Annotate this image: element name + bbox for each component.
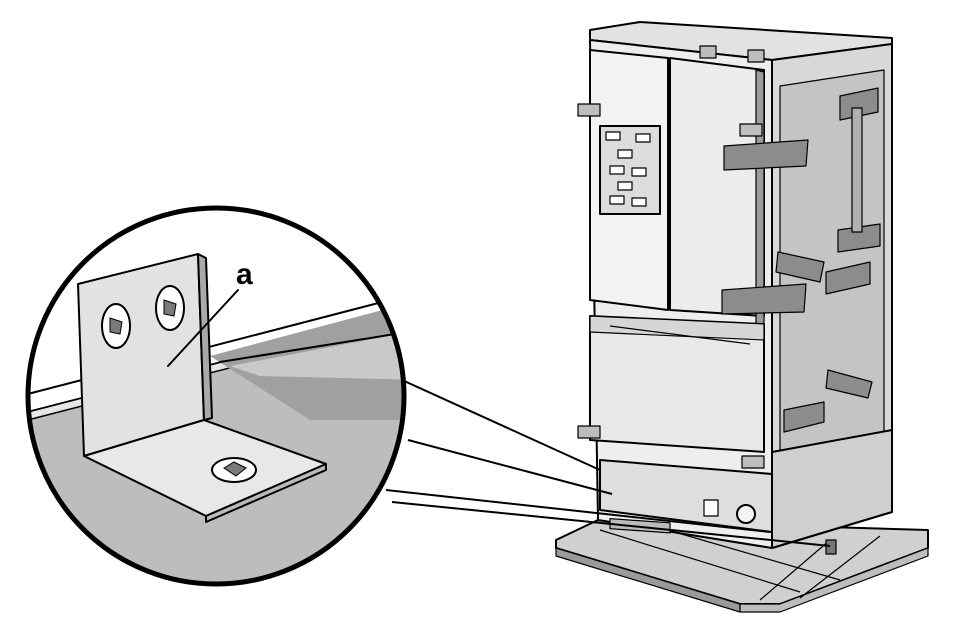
shipping-pallet xyxy=(555,519,929,613)
angle-bracket xyxy=(77,253,327,523)
fridge-cabinet xyxy=(577,21,893,549)
callout-label-a: a xyxy=(236,258,253,291)
rating-label xyxy=(599,125,661,215)
magnified-callout xyxy=(25,205,407,587)
tape-strips xyxy=(721,87,881,433)
projection-lines xyxy=(385,379,831,547)
